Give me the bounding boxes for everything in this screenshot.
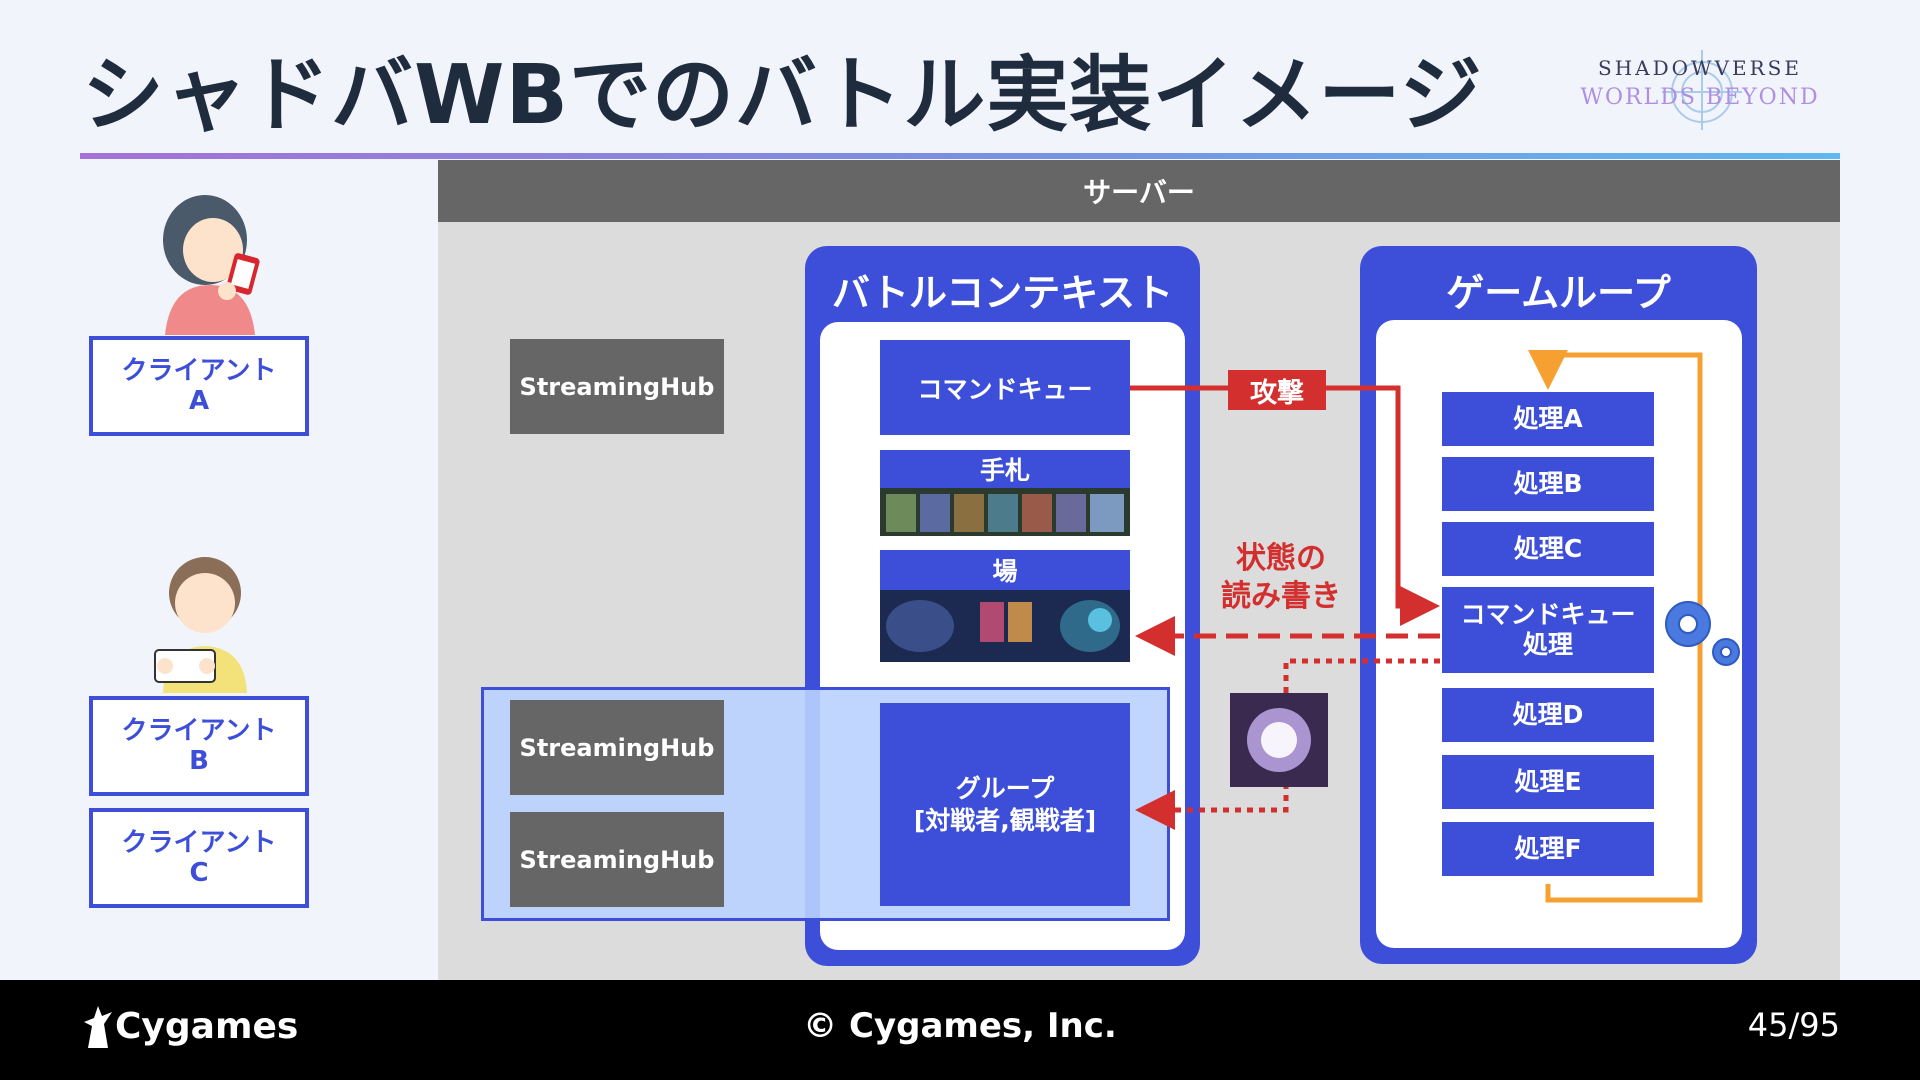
process-b-label: 処理B: [1513, 469, 1583, 498]
streaming-hub-a: StreamingHub: [510, 339, 724, 434]
process-c: 処理C: [1442, 522, 1654, 576]
client-b-illustration: [145, 548, 265, 693]
client-a-box: クライアント A: [89, 336, 309, 436]
state-read-write-line2: 読み書き: [1221, 579, 1341, 614]
field-board-image: [880, 590, 1130, 662]
client-c-label: クライアント: [121, 828, 277, 858]
process-e: 処理E: [1442, 755, 1654, 809]
client-a-illustration: [135, 185, 275, 335]
process-b: 処理B: [1442, 457, 1654, 511]
process-command-queue-label: コマンドキュー: [1460, 600, 1636, 629]
cygames-logo-icon: [80, 1004, 116, 1048]
state-read-write-label: 状態の 読み書き: [1206, 540, 1356, 616]
page-title: シャドバWBでのバトル実装イメージ: [82, 48, 1483, 143]
client-c-box: クライアント C: [89, 808, 309, 908]
footer-brand: Cygames: [115, 1006, 299, 1047]
client-b-label: クライアント: [121, 716, 277, 746]
process-d-label: 処理D: [1512, 700, 1584, 729]
client-a-label: クライアント: [121, 356, 277, 386]
process-c-label: 処理C: [1513, 534, 1583, 563]
attack-label: 攻撃: [1228, 370, 1326, 410]
state-read-write-line1: 状態の: [1236, 541, 1326, 576]
gear-icon: [1665, 601, 1740, 666]
shadowverse-logo: SHADOWVERSE WORLDS BEYOND: [1560, 42, 1840, 132]
streaming-hub-b: StreamingHub: [510, 700, 724, 795]
process-command-queue-sublabel: 処理: [1522, 630, 1573, 659]
footer-copyright: © Cygames, Inc.: [803, 1006, 1117, 1046]
client-b-box: クライアント B: [89, 696, 309, 796]
server-header: サーバー: [438, 160, 1840, 222]
group-members: [対戦者,観戦者]: [913, 805, 1097, 835]
svg-text:WORLDS BEYOND: WORLDS BEYOND: [1580, 85, 1819, 110]
process-a: 処理A: [1442, 392, 1654, 446]
page-number: 45/95: [1747, 1006, 1840, 1044]
command-queue-box: コマンドキュー: [880, 340, 1130, 435]
svg-text:SHADOWVERSE: SHADOWVERSE: [1598, 56, 1802, 80]
field-header: 場: [880, 550, 1130, 590]
process-e-label: 処理E: [1514, 767, 1582, 796]
hand-cards-image: [880, 488, 1130, 536]
process-d: 処理D: [1442, 688, 1654, 742]
streaming-hub-c: StreamingHub: [510, 812, 724, 907]
effect-image: [1230, 693, 1328, 787]
process-f: 処理F: [1442, 822, 1654, 876]
group-label: グループ: [955, 773, 1055, 803]
client-b-letter: B: [189, 746, 209, 776]
client-c-letter: C: [189, 858, 209, 888]
hand-header: 手札: [880, 450, 1130, 488]
group-box: グループ [対戦者,観戦者]: [880, 703, 1130, 906]
title-underline: [80, 153, 1840, 159]
client-a-letter: A: [188, 386, 210, 416]
game-loop-title: ゲームループ: [1446, 271, 1671, 315]
battle-context-title: バトルコンテキスト: [831, 271, 1174, 315]
process-command-queue: コマンドキュー 処理: [1442, 587, 1654, 673]
process-f-label: 処理F: [1514, 834, 1582, 863]
footer: [0, 980, 1920, 1080]
process-a-label: 処理A: [1513, 404, 1583, 433]
